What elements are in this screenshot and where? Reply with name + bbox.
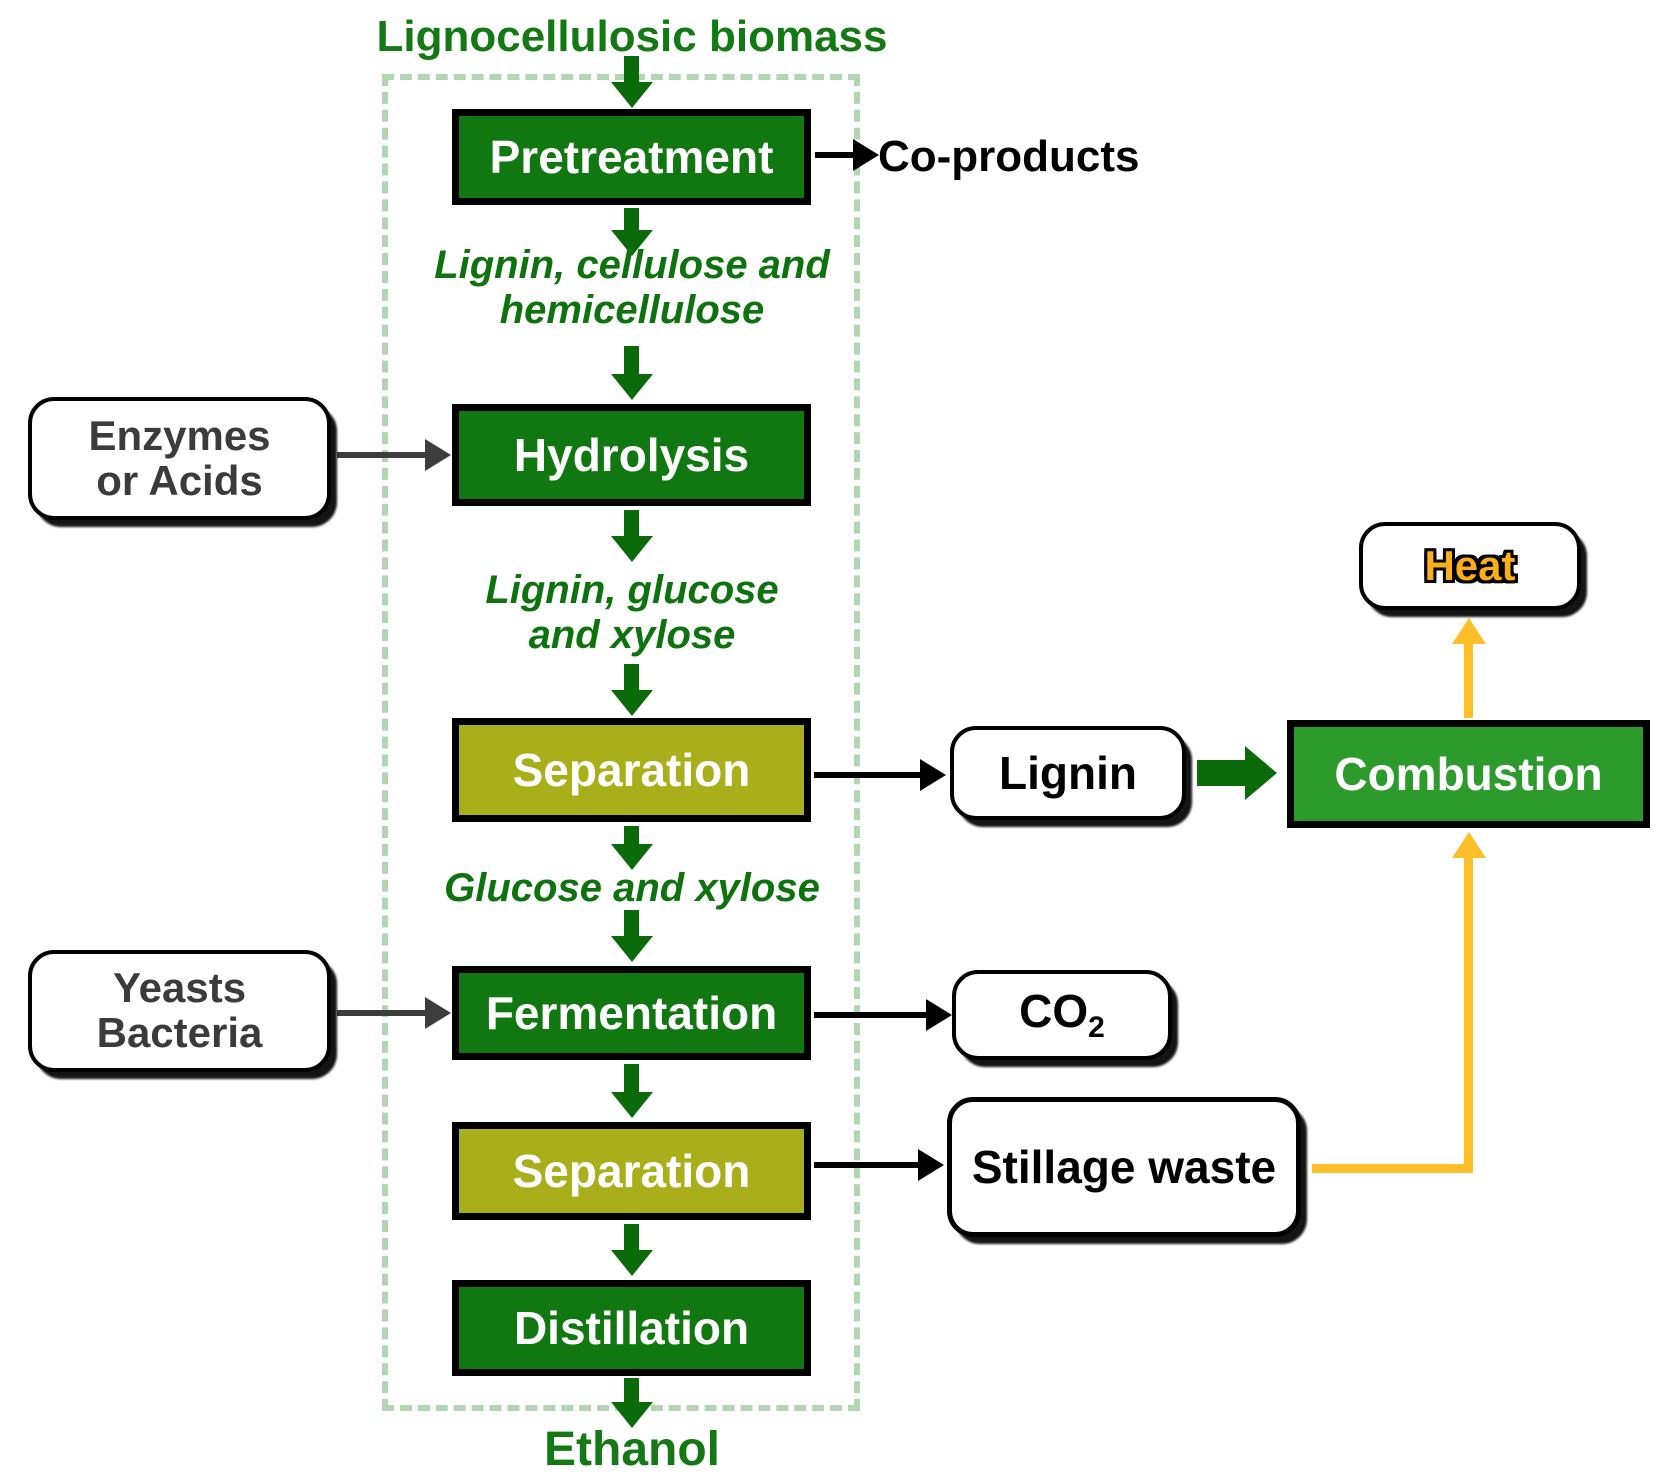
down-arrow-pretreatment-out — [624, 208, 639, 230]
intermediate-after-hydrolysis: Lignin, glucose and xylose — [352, 568, 912, 658]
down-arrow-into-hydrolysis — [624, 346, 639, 374]
enzymes-line: or Acids — [96, 456, 263, 504]
hydrolysis-box: Hydrolysis — [452, 404, 811, 506]
feedstock-title: Lignocellulosic biomass — [376, 12, 888, 61]
lignin-label: Lignin — [999, 746, 1137, 799]
pretreatment-label: Pretreatment — [489, 131, 774, 183]
intermediate-line: hemicellulose — [499, 287, 765, 332]
co2-box: CO2 — [952, 970, 1172, 1060]
down-arrow-into-distillation — [624, 1224, 639, 1250]
distillation-box: Distillation — [452, 1280, 811, 1376]
down-arrow-into-fermentation — [624, 910, 639, 936]
stillage-waste-box: Stillage waste — [947, 1097, 1301, 1237]
arrow-yeasts-to-fermentation — [337, 1010, 425, 1016]
down-arrow-into-separation1 — [624, 664, 639, 690]
yeasts-line: Yeasts — [112, 964, 247, 1012]
down-arrow-fermentation-out — [624, 1064, 639, 1092]
enzymes-line: Enzymes — [88, 411, 271, 459]
separation1-label: Separation — [512, 744, 751, 796]
separation2-box: Separation — [452, 1122, 811, 1220]
intermediate-line: Lignin, glucose — [485, 568, 779, 612]
down-arrow-separation1-out — [624, 826, 639, 844]
distillation-label: Distillation — [513, 1302, 750, 1354]
intermediate-line: and xylose — [528, 612, 736, 657]
heat-label: Heat — [1424, 541, 1516, 589]
enzymes-or-acids-box: Enzymes or Acids — [28, 397, 331, 520]
down-arrow-title-to-pretreatment — [624, 56, 639, 82]
arrow-separation2-to-stillage — [814, 1162, 918, 1168]
stillage-waste-label: Stillage waste — [971, 1140, 1277, 1193]
yeasts-bacteria-box: Yeasts Bacteria — [28, 950, 331, 1072]
down-arrow-hydrolysis-out — [624, 510, 639, 536]
intermediate-after-separation: Glucose and xylose — [352, 866, 912, 911]
fermentation-label: Fermentation — [485, 987, 778, 1039]
intermediate-after-pretreatment: Lignin, cellulose and hemicellulose — [352, 243, 912, 333]
stillage-heat-path-horizontal — [1312, 1164, 1470, 1173]
fermentation-box: Fermentation — [452, 966, 811, 1060]
lignin-box: Lignin — [950, 726, 1186, 820]
co2-label: CO2 — [1019, 984, 1105, 1044]
heat-box: Heat — [1359, 522, 1581, 610]
arrow-stillage-to-combustion — [1464, 858, 1473, 1173]
down-arrow-to-ethanol — [624, 1378, 639, 1402]
intermediate-line: Glucose and xylose — [444, 866, 820, 910]
hydrolysis-label: Hydrolysis — [513, 429, 750, 481]
co-products-label: Co-products — [878, 132, 1140, 181]
ethanol-label: Ethanol — [544, 1423, 720, 1476]
pretreatment-box: Pretreatment — [452, 109, 811, 205]
arrow-enzymes-to-hydrolysis — [337, 452, 425, 458]
arrow-combustion-to-heat — [1464, 644, 1473, 718]
separation1-box: Separation — [452, 718, 811, 822]
separation2-label: Separation — [512, 1145, 751, 1197]
combustion-label: Combustion — [1334, 748, 1603, 800]
arrow-lignin-to-combustion — [1197, 760, 1245, 786]
arrow-separation1-to-lignin — [814, 772, 920, 778]
arrow-pretreatment-to-coproducts — [815, 152, 853, 158]
combustion-box: Combustion — [1287, 720, 1650, 828]
arrow-fermentation-to-co2 — [814, 1012, 926, 1018]
yeasts-line: Bacteria — [96, 1009, 263, 1056]
intermediate-line: Lignin, cellulose and — [434, 243, 830, 287]
